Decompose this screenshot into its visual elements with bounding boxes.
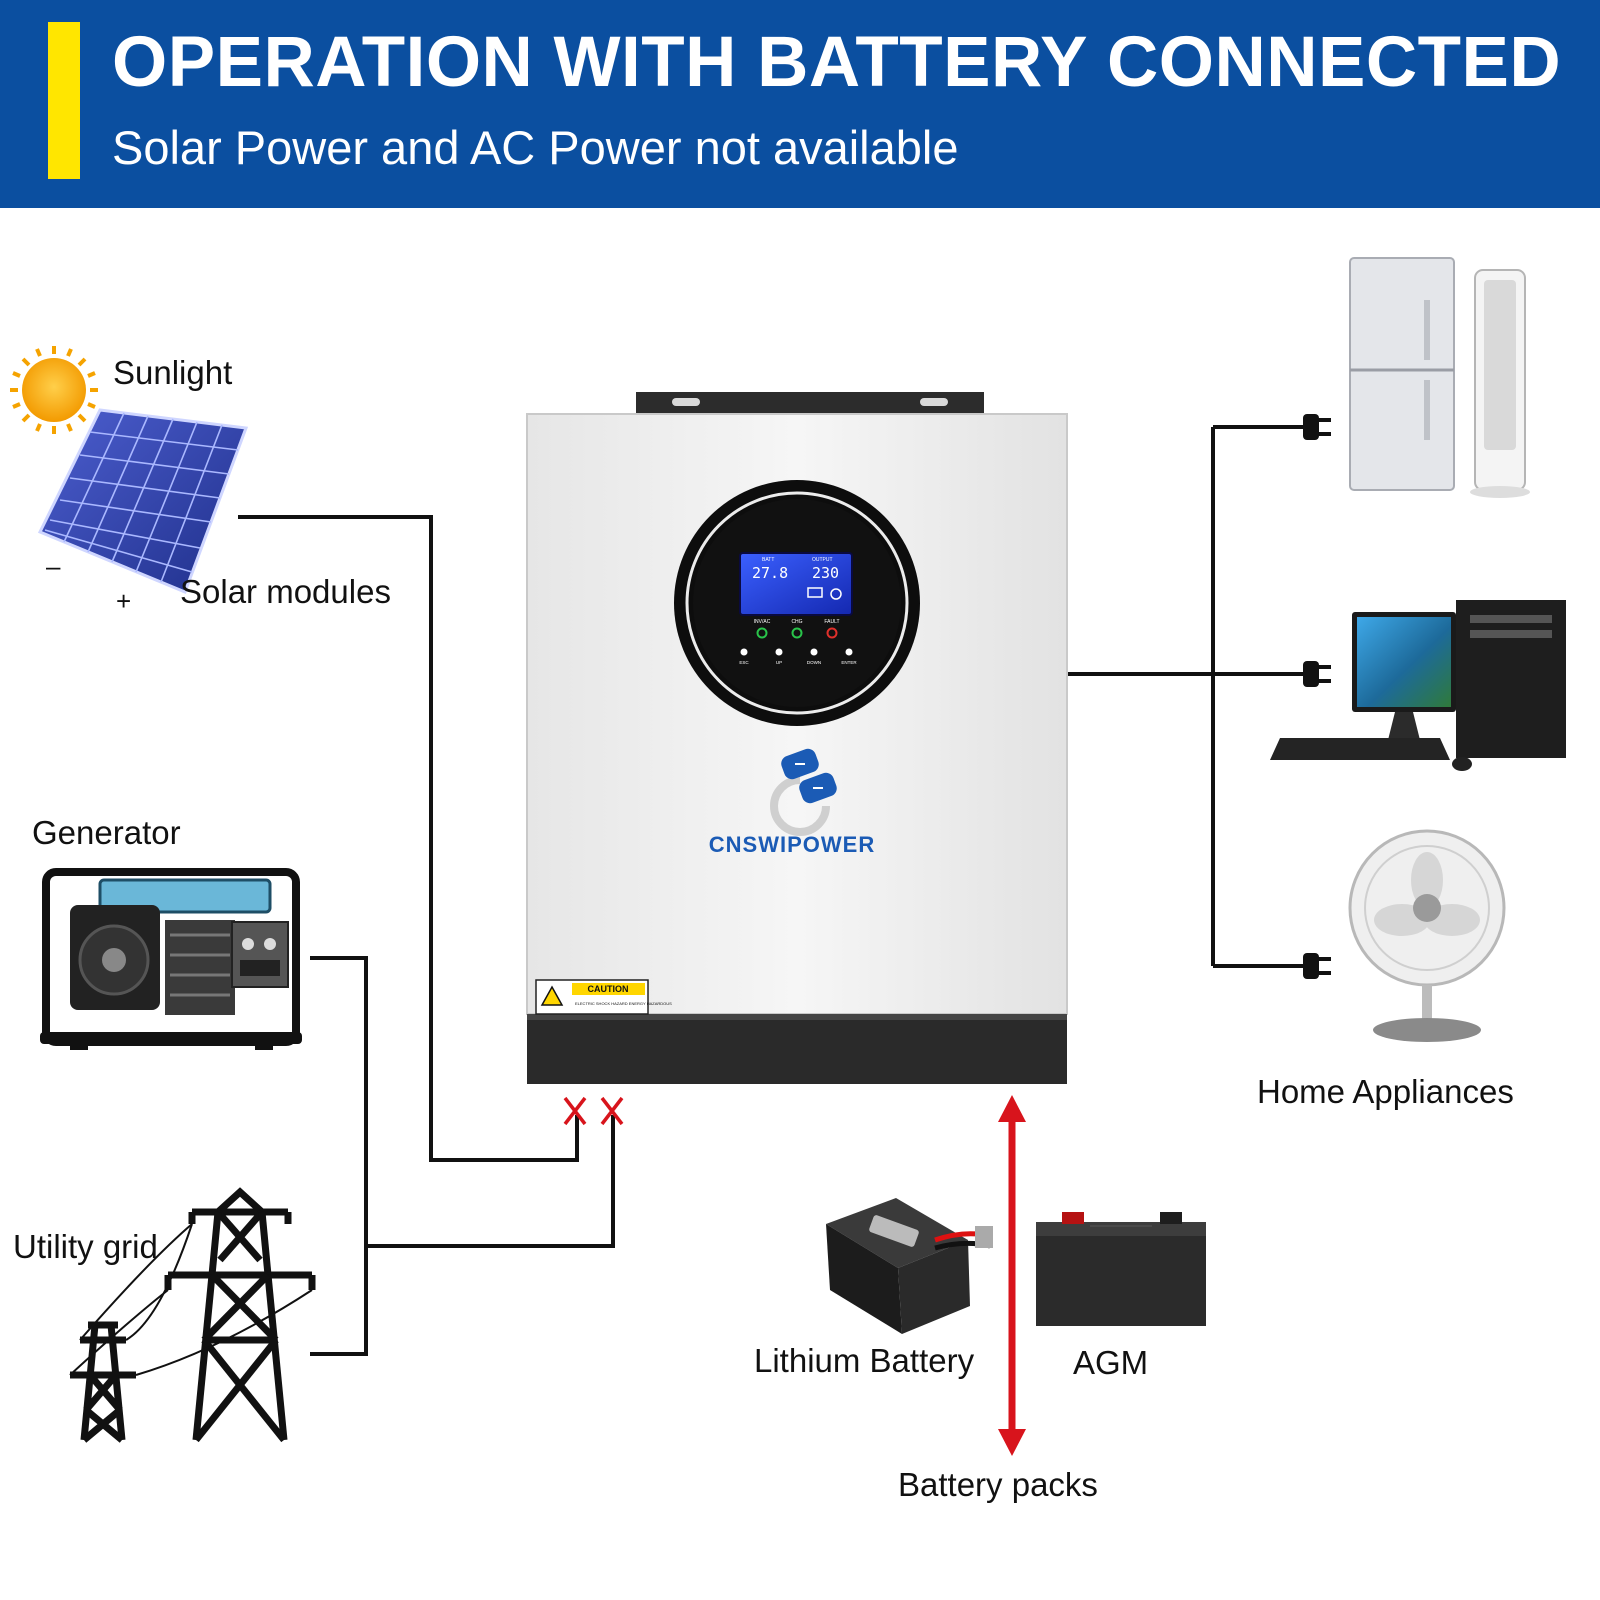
control-button-icon — [740, 648, 748, 656]
power-lines — [69, 1223, 313, 1376]
plug-icon — [1303, 661, 1331, 687]
control-button-label: DOWN — [807, 660, 821, 665]
lcd-right-caption: OUTPUT — [812, 557, 833, 563]
brand-name: CNSWIPOWER — [709, 832, 875, 857]
led-label: CHG — [791, 619, 802, 625]
lithium-battery-label: Lithium Battery — [754, 1342, 975, 1379]
disconnect-marks — [563, 1096, 624, 1126]
desktop-computer-icon — [1270, 600, 1566, 771]
header-accent-bar — [48, 22, 80, 179]
page-subtitle: Solar Power and AC Power not available — [112, 121, 959, 174]
status-leds: INV/AC CHG FAULT — [754, 619, 840, 639]
panel-minus-sign: – — [46, 551, 61, 581]
generator-label: Generator — [32, 814, 181, 851]
agm-label: AGM — [1073, 1344, 1149, 1381]
sunlight-label: Sunlight — [113, 354, 233, 391]
lcd-right-value: 230 — [812, 564, 839, 582]
lcd-icons — [807, 587, 842, 600]
header-banner: OPERATION WITH BATTERY CONNECTED Solar P… — [0, 0, 1600, 208]
plug-icons — [1303, 414, 1331, 979]
ac-wire — [366, 1115, 615, 1248]
lithium-battery-icon — [826, 1198, 993, 1334]
brand-logo-icon — [770, 748, 837, 836]
home-appliances-label: Home Appliances — [1257, 1073, 1514, 1110]
panel-plus-sign: + — [116, 586, 131, 616]
caution-text: ELECTRIC SHOCK HAZARD ENERGY HAZARDOUS — [575, 1001, 672, 1006]
fridge-icon — [1349, 257, 1455, 491]
utility-tower-icon — [70, 1187, 316, 1443]
agm-battery-icon — [1036, 1212, 1206, 1326]
control-button-label: ENTER — [841, 660, 857, 665]
plug-icon — [1303, 414, 1331, 440]
battery-packs-label: Battery packs — [898, 1466, 1098, 1503]
led-label: INV/AC — [754, 619, 771, 625]
utility-grid-label: Utility grid — [13, 1228, 158, 1265]
control-button-icon — [775, 648, 783, 656]
lcd-left-caption: BATT — [762, 557, 774, 563]
generator-wire — [310, 956, 368, 1356]
control-button-icon — [845, 648, 853, 656]
solar-modules-label: Solar modules — [180, 573, 391, 610]
tower-fan-icon — [1470, 269, 1530, 498]
status-led-icon — [756, 627, 768, 639]
control-buttons: ESC UP DOWN ENTER — [739, 648, 857, 665]
plug-icon — [1303, 953, 1331, 979]
status-led-icon — [791, 627, 803, 639]
wires — [238, 425, 1303, 1356]
control-button-label: UP — [776, 660, 782, 665]
led-label: FAULT — [824, 619, 839, 625]
generator-icon — [40, 868, 302, 1050]
control-button-icon — [810, 648, 818, 656]
caution-label — [535, 979, 649, 1015]
control-button-label: ESC — [739, 660, 749, 665]
page-title: OPERATION WITH BATTERY CONNECTED — [112, 23, 1562, 102]
solar-panel-icon — [37, 408, 249, 594]
battery-flow-arrow — [998, 1095, 1026, 1456]
desk-fan-icon — [1348, 829, 1506, 1042]
lcd-left-value: 27.8 — [752, 564, 788, 582]
caution-title: CAUTION — [588, 984, 629, 994]
status-led-icon — [826, 627, 838, 639]
solar-wire — [238, 515, 579, 1162]
sun-icon — [10, 346, 98, 434]
